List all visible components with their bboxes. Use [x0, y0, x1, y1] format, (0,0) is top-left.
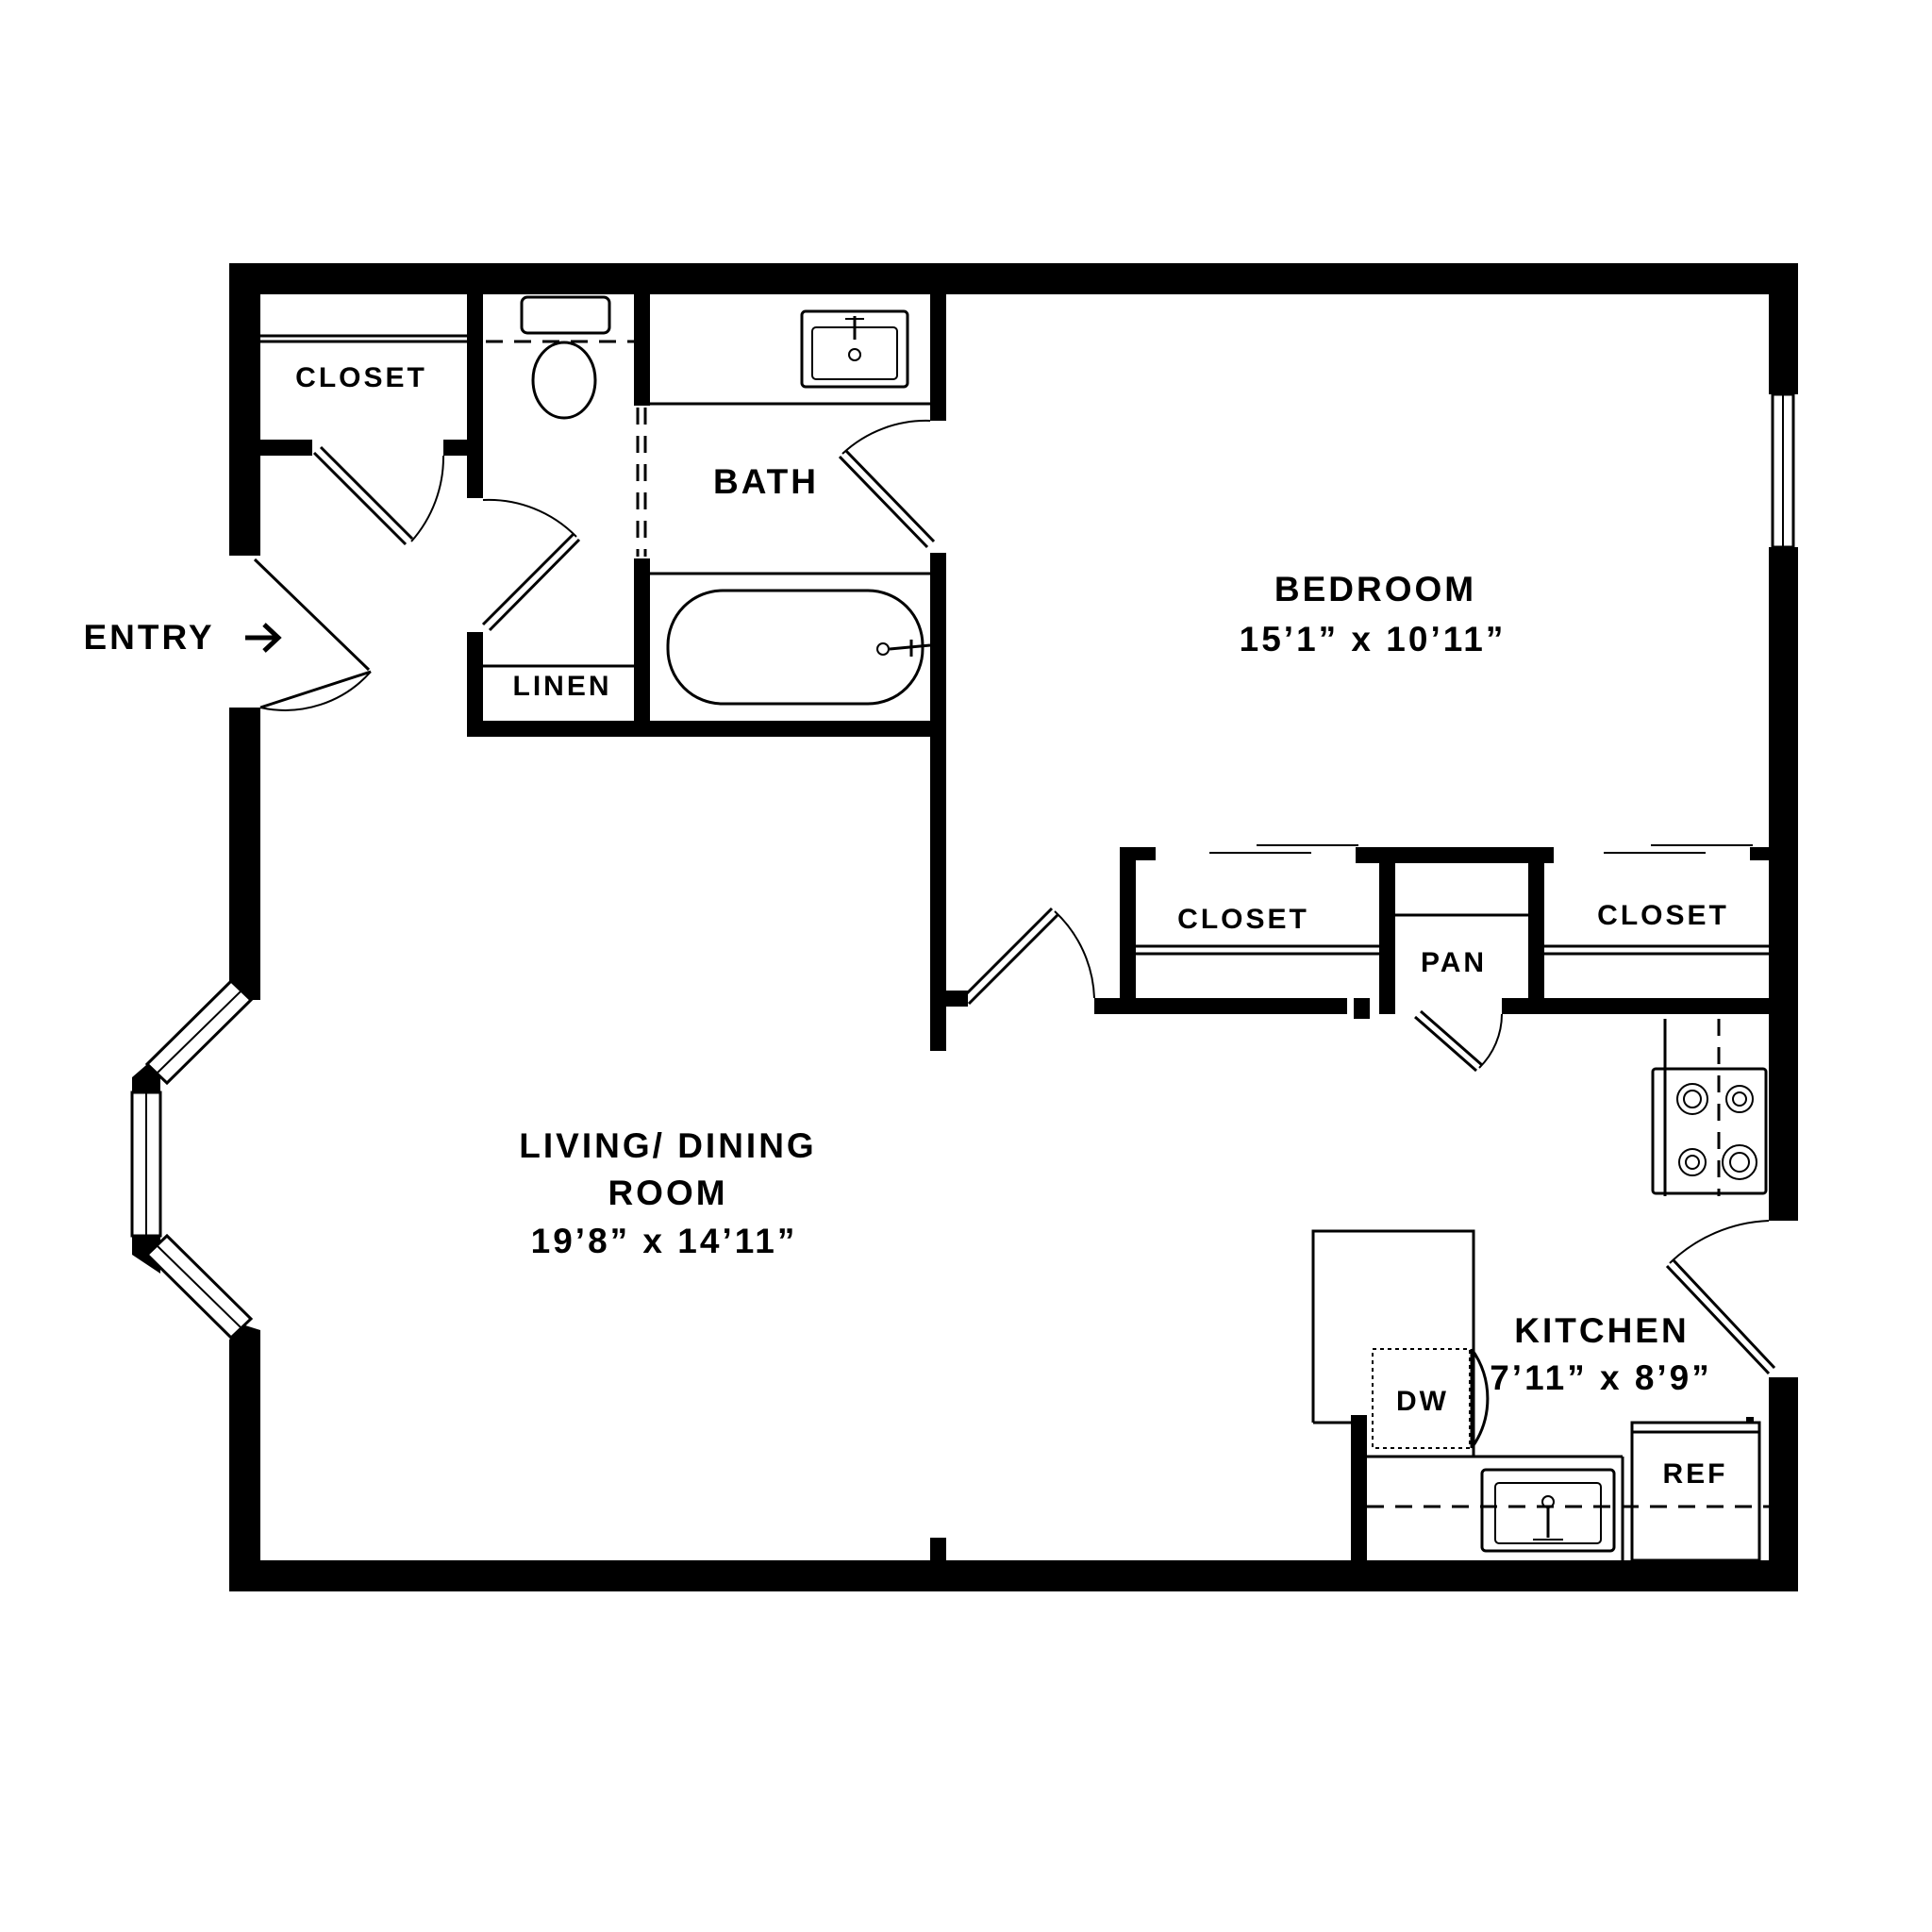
living-dining-label-line1: LIVING/ DINING [519, 1126, 816, 1165]
bedroom-dimensions: 15’1” x 10’11” [1240, 620, 1507, 658]
bedroom-door [960, 907, 1095, 1006]
bay-window-middle [130, 1091, 162, 1238]
exterior-walls [132, 263, 1798, 1591]
kitchen-label: KITCHEN [1514, 1311, 1689, 1350]
closet-rods [260, 334, 1769, 956]
bath-door [838, 419, 936, 549]
bedroom-label: BEDROOM [1274, 570, 1476, 608]
stove-icon [1651, 1067, 1768, 1195]
entry-door [253, 558, 372, 711]
refrigerator-label: REF [1663, 1458, 1728, 1490]
kitchen-sink-icon [1480, 1468, 1616, 1553]
interior-walls [260, 294, 1769, 1566]
closet-door-top-left [312, 445, 445, 546]
room-labels: CLOSET BATH LINEN BEDROOM 15’1” x 10’11”… [295, 362, 1729, 1397]
bathroom-sink-icon [800, 309, 909, 389]
bay-window-upper [144, 978, 254, 1086]
toilet-icon [486, 295, 634, 420]
bathtub-icon [666, 589, 931, 706]
closet-bedroom-right-label: CLOSET [1597, 900, 1729, 931]
kitchen-door [1665, 1220, 1776, 1375]
living-dining-label-line2: ROOM [608, 1174, 727, 1212]
kitchen-fixtures: DW REF [1311, 1019, 1769, 1562]
pantry-label: PAN [1421, 947, 1487, 978]
entry-arrow-icon [245, 623, 282, 653]
toilet-room-door [481, 498, 581, 632]
refrigerator: REF [1630, 1417, 1761, 1562]
living-dining-dimensions: 19’8” x 14’11” [531, 1222, 798, 1260]
closet-bedroom-left-label: CLOSET [1177, 904, 1309, 935]
bay-window-lower [144, 1233, 254, 1341]
entry-marker: ENTRY [83, 618, 282, 657]
closet-top-left-label: CLOSET [295, 362, 427, 393]
kitchen-dimensions: 7’11” x 8’9” [1490, 1358, 1712, 1397]
windows [130, 392, 1795, 1341]
linen-label: LINEN [513, 671, 612, 702]
dishwasher-label: DW [1396, 1386, 1449, 1417]
entry-label: ENTRY [83, 618, 214, 657]
doors [253, 419, 1776, 1375]
dishwasher: DW [1372, 1348, 1490, 1449]
bath-fixtures [483, 295, 931, 706]
bath-label: BATH [713, 462, 819, 501]
pantry-door [1414, 1009, 1503, 1073]
